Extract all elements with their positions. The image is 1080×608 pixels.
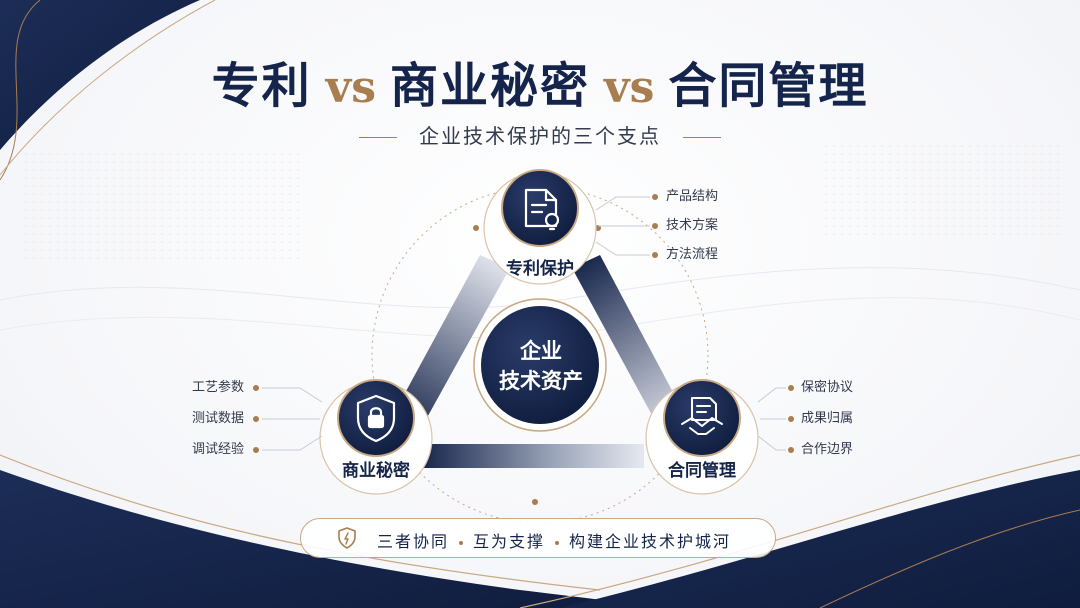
center-circle [481,306,599,424]
node-label-patent: 专利保护 [506,259,574,279]
patent-item-1: 产品结构 [666,189,719,204]
corner-top-left [0,0,200,150]
patent-item-3: 方法流程 [666,247,719,262]
page-title: 专利 vs 商业秘密 vs 合同管理 [0,46,1080,116]
secret-item-2: 测试数据 [191,411,244,426]
bar-bottom [420,444,644,468]
secret-item-3: 调试经验 [191,442,244,457]
connectors-secret [262,387,323,451]
center-line-2: 技术资产 [499,368,583,393]
slogan-part-1: 三者协同 [377,532,450,551]
title-vs-2: vs [604,62,655,113]
title-patent: 专利 [211,58,312,114]
subtitle-line-right [683,137,721,138]
secret-item-1: 工艺参数 [191,380,244,395]
subtitle-line-left [359,137,397,138]
orbit-circle [371,186,709,524]
node-contract [645,379,759,495]
subtitle: 企业技术保护的三个支点 [0,120,1080,149]
orbit-dot-top-left [473,225,479,231]
slogan-separator-2 [555,540,560,545]
shield-icon [338,527,356,549]
title-contract: 合同管理 [668,58,869,114]
patent-item-2: 技术方案 [666,218,719,233]
bar-right [572,255,692,441]
title-vs-1: vs [325,62,376,113]
slogan-pill: 三者协同 互为支撑 构建企业技术护城河 [300,518,776,558]
wave-bottom-right [560,470,1080,608]
slogan-separator-1 [459,540,464,545]
shield-lock-icon [356,394,396,443]
handshake-contract-icon [681,397,723,435]
slogan-text: 三者协同 互为支撑 构建企业技术护城河 [377,528,731,552]
node-label-secret: 商业秘密 [342,461,410,481]
center-text: 企业 技术资产 [479,336,603,396]
contract-item-3: 合作边界 [801,442,854,457]
node-label-contract: 合同管理 [668,461,736,481]
contract-item-1: 保密协议 [801,380,854,395]
title-secret: 商业秘密 [389,58,590,114]
connectors-patent [595,196,650,256]
slogan-part-3: 构建企业技术护城河 [569,532,732,551]
wave-bottom-left [0,470,700,608]
slogan-part-2: 互为支撑 [473,532,546,551]
center-line-1: 企业 [520,338,562,363]
connectors-contract [757,387,786,451]
document-lightbulb-icon [524,188,560,231]
bar-left [386,255,510,441]
node-patent [483,169,597,285]
subtitle-text: 企业技术保护的三个支点 [419,124,661,148]
contract-item-2: 成果归属 [801,411,854,426]
orbit-dot-bottom [532,499,538,505]
node-secret [319,379,433,495]
